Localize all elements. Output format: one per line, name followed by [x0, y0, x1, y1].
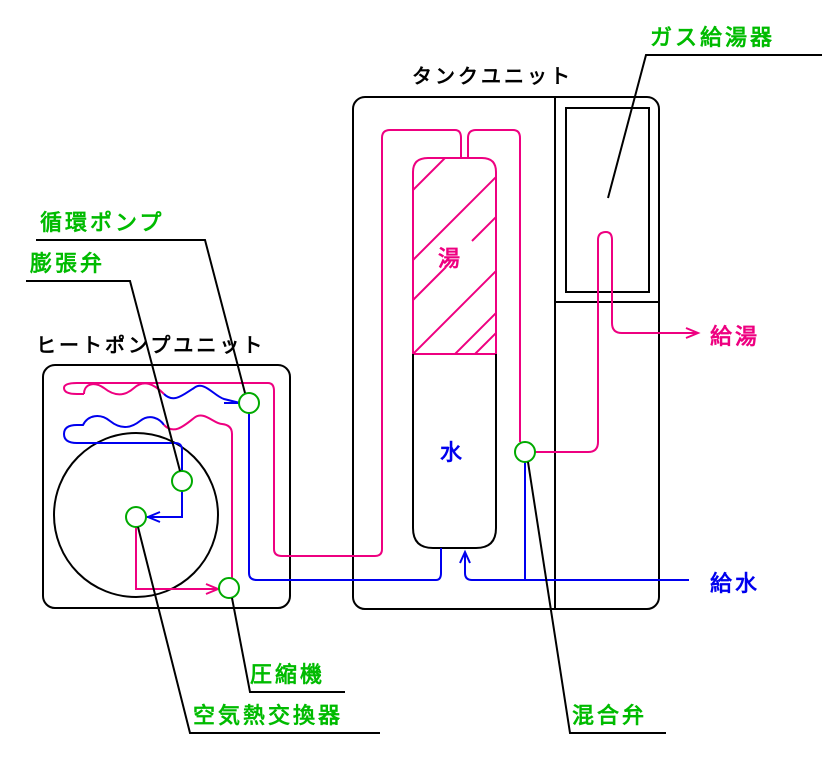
wavy-pipe-row2-hot [163, 414, 233, 583]
heat-pump-unit-box [42, 364, 291, 609]
circulation-pump-label: 循環ポンプ [40, 210, 164, 236]
hot-water-hatching [413, 158, 496, 354]
leader-expansion-valve [26, 280, 181, 472]
heat-pump-piping [62, 129, 701, 595]
wavy-pipe-row1-hot [83, 382, 165, 396]
cold-pipe-expansion-to-evap [146, 491, 183, 518]
hot-supply-label: 給湯 [710, 324, 760, 350]
hot-section-outline [412, 157, 497, 355]
mixing-valve-symbol [514, 441, 536, 463]
hot-pipe-compressor-out [135, 527, 218, 590]
cold-arrow [145, 511, 161, 523]
leader-gas-heater [607, 54, 822, 199]
compressor-symbol [218, 577, 240, 599]
water-section-outline [412, 354, 497, 549]
hot-pipe-mixing-to-gas [535, 230, 698, 453]
components [125, 392, 536, 599]
mixing-valve-label: 混合弁 [572, 703, 647, 729]
storage-tank: 湯 水 [412, 157, 497, 549]
cold-pipe-pump-down [248, 413, 442, 581]
cold-supply-line [464, 552, 689, 581]
expansion-valve-symbol [171, 470, 193, 492]
cold-supply-arrow [459, 549, 471, 564]
compressor-label: 圧縮機 [250, 662, 325, 688]
wavy-pipe-row1-cold [163, 384, 241, 404]
expansion-valve-label: 膨張弁 [29, 251, 105, 277]
hot-pipe-tank-top-right [467, 129, 521, 442]
tank-hot-label: 湯 [438, 247, 463, 272]
leader-compressor [231, 597, 345, 693]
wavy-pipe-row2-cold [62, 415, 165, 444]
tank-unit [352, 96, 660, 610]
leader-circulation-pump [36, 239, 246, 394]
compressor-inlet-symbol [125, 506, 147, 528]
tank-unit-box [352, 96, 660, 610]
leader-mixing-valve [527, 461, 666, 734]
leader-air-heat-exchanger [137, 526, 380, 734]
hot-pipe-outer [62, 129, 462, 557]
circulation-pump-symbol [238, 392, 260, 414]
cold-pipe-to-expansion [77, 442, 183, 471]
tank-unit-title: タンクユニット [412, 64, 573, 88]
hot-arrow [205, 583, 221, 595]
tank-water-label: 水 [440, 441, 465, 466]
water-supply-label: 給水 [710, 571, 760, 597]
leader-lines [26, 54, 822, 734]
gas-water-heater-label: ガス給湯器 [650, 25, 775, 51]
hot-supply-arrow [685, 327, 701, 339]
gas-water-heater-box [565, 107, 650, 293]
air-heat-exchanger-label: 空気熱交換器 [193, 703, 343, 729]
heat-pump-unit-title: ヒートポンプユニット [36, 333, 265, 357]
heat-pump-unit [42, 364, 291, 609]
fan-circle [53, 432, 219, 598]
